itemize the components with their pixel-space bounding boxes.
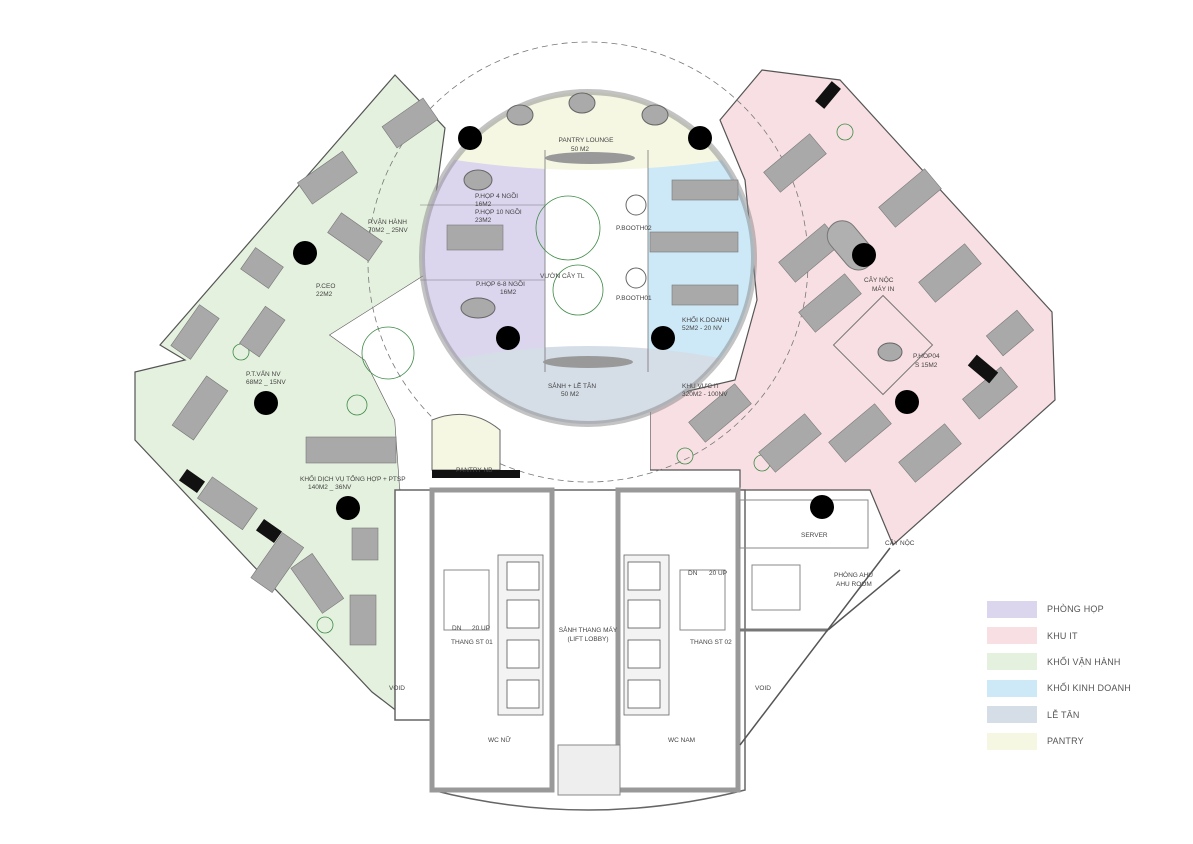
legend-swatch — [987, 653, 1037, 671]
label-khoi-kd: KHỐI K.DOANH — [682, 314, 730, 324]
label-p-van-hanh-area: 70M2 _ 25NV — [368, 227, 408, 234]
label-thang-01: THANG ST 01 — [451, 639, 493, 646]
label-khoi-kd-area: 52M2 - 20 NV — [682, 325, 723, 332]
legend-item-khoi-kinh-doanh: KHỐI KINH DOANH — [987, 675, 1131, 701]
service-core — [394, 487, 901, 811]
label-thang-02-dn: DN — [688, 570, 698, 577]
label-p-hop-4-area: 16M2 — [475, 201, 492, 208]
legend-swatch — [987, 600, 1037, 618]
label-p-t-van-nv-area: 68M2 _ 15NV — [246, 379, 286, 386]
label-p-hop-4: P.HỌP 4 NGỒI — [475, 190, 518, 200]
label-pantry-nb: PANTRY NB — [456, 467, 492, 474]
legend-label: LỄ TÂN — [1047, 709, 1080, 720]
label-pantry-lounge-area: 50 M2 — [571, 146, 589, 153]
legend-label: PANTRY — [1047, 736, 1084, 747]
label-server: SERVER — [801, 532, 828, 539]
legend-swatch — [987, 706, 1037, 724]
label-p-ceo: P.CEO — [316, 283, 335, 290]
label-may-in: MÁY IN — [872, 284, 895, 293]
legend-swatch — [987, 627, 1037, 645]
label-p-hop-10-area: 23M2 — [475, 217, 492, 224]
label-booth02: P.BOOTH02 — [616, 225, 652, 232]
legend-item-khoi-van-hanh: KHỐI VẬN HÀNH — [987, 649, 1131, 675]
label-phong-ahu: PHÒNG AHU — [834, 570, 873, 579]
label-p-van-hanh: P.VẬN HÀNH — [368, 217, 407, 226]
label-lift-lobby-en: (LIFT LOBBY) — [567, 636, 608, 643]
legend-label: PHÒNG HỌP — [1047, 604, 1104, 615]
label-void-left: VOID — [389, 685, 405, 692]
legend-swatch — [987, 679, 1037, 697]
label-khu-vuc-it-area: 320M2 - 100NV — [682, 391, 728, 398]
legend-label: KHỐI VẬN HÀNH — [1047, 656, 1121, 667]
label-ahu-room: AHU ROOM — [836, 581, 872, 588]
label-khu-vuc-it: KHU VỰC IT — [682, 383, 720, 390]
label-void-right: VOID — [755, 685, 771, 692]
legend-item-le-tan: LỄ TÂN — [987, 702, 1131, 728]
label-p-ceo-area: 22M2 — [316, 291, 333, 298]
label-thang-02-up: 20 UP — [709, 570, 727, 577]
label-pantry-lounge: PANTRY LOUNGE — [559, 137, 615, 144]
label-p-hop-6-8: P.HỌP 6-8 NGỒI — [476, 278, 525, 288]
label-cay-noc: CÂY NỘC — [864, 275, 894, 284]
label-vuon-cay: VƯỜN CÂY TL — [540, 271, 585, 280]
label-booth01: P.BOOTH01 — [616, 295, 652, 302]
label-wc-nam: WC NAM — [668, 737, 695, 744]
label-p-hop-10: P.HỌP 10 NGỒI — [475, 206, 522, 216]
label-p-hop-6-8-area: 16M2 — [500, 289, 517, 296]
structural-columns — [254, 126, 919, 520]
legend-swatch — [987, 732, 1037, 750]
legend-item-pantry: PANTRY — [987, 728, 1131, 754]
label-khoi-dich-vu-area: 140M2 _ 36NV — [308, 484, 352, 491]
label-sanh-le-tan-area: 50 M2 — [561, 391, 579, 398]
label-p-hop04: P.HOP04 — [913, 353, 940, 360]
label-cay-noc-2: CÂY NỘC — [885, 538, 915, 547]
label-khoi-dich-vu: KHỐI DỊCH VỤ TỔNG HỢP + PTSP — [300, 473, 406, 483]
label-p-t-van-nv: P.T.VẤN NV — [246, 368, 281, 378]
label-sanh-le-tan: SẢNH + LỄ TÂN — [548, 381, 596, 390]
label-p-hop04-area: S 15M2 — [915, 362, 938, 369]
label-thang-01-dn: DN — [452, 625, 462, 632]
legend: PHÒNG HỌP KHU IT KHỐI VẬN HÀNH KHỐI KINH… — [987, 596, 1131, 754]
legend-item-khu-it: KHU IT — [987, 622, 1131, 648]
label-wc-nu: WC NỮ — [488, 735, 511, 744]
legend-label: KHỐI KINH DOANH — [1047, 683, 1132, 694]
legend-item-phong-hop: PHÒNG HỌP — [987, 596, 1131, 622]
label-lift-lobby: SẢNH THANG MÁY — [559, 625, 618, 634]
label-thang-01-up: 20 UP — [472, 625, 490, 632]
legend-label: KHU IT — [1047, 630, 1078, 641]
label-thang-02: THANG ST 02 — [690, 639, 732, 646]
